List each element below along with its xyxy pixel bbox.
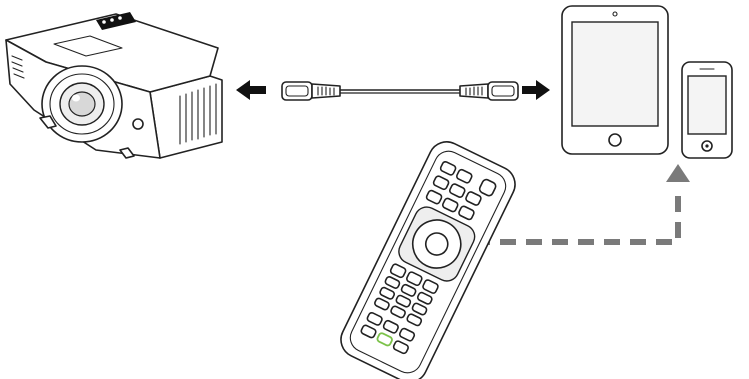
hdmi-cable-icon: [281, 81, 519, 101]
tablet-icon: [561, 5, 669, 155]
arrow-up-icon: [666, 164, 690, 182]
ir-signal-path: [474, 164, 690, 245]
remote-control-icon: [340, 141, 516, 379]
remote-highlight-button: [376, 332, 393, 347]
arrow-right-icon: [522, 80, 550, 100]
hdmi-connector-right: [459, 81, 519, 101]
smartphone-icon: [681, 61, 733, 159]
arrow-left-icon: [236, 80, 266, 100]
projector-logo: [96, 12, 136, 30]
projector-icon: [5, 12, 223, 159]
hdmi-connector-left: [281, 81, 341, 101]
